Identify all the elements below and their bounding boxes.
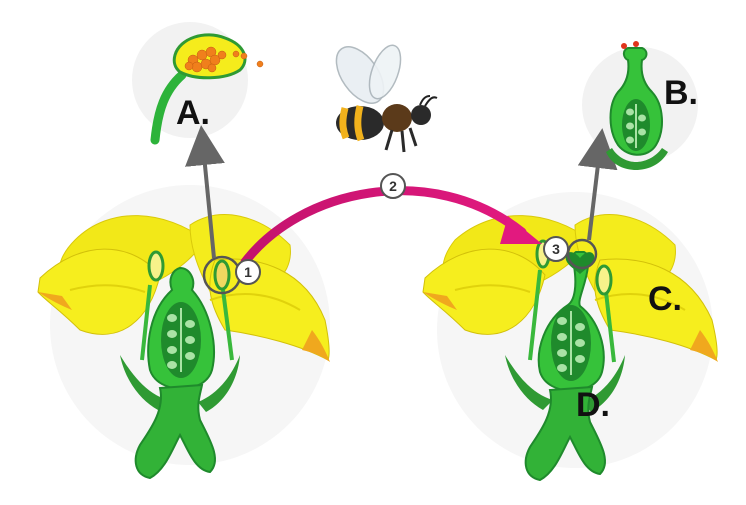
step-3-badge: 3: [543, 236, 569, 262]
anther-right: [595, 264, 613, 296]
pollination-arrow: [240, 186, 542, 267]
bee-head: [411, 105, 431, 125]
bee-stripe: [354, 105, 365, 142]
bee-leg: [408, 127, 418, 147]
petal-left: [37, 248, 161, 335]
step-1-badge: 1: [235, 259, 261, 285]
filament-left: [140, 284, 152, 361]
filament-right: [604, 291, 616, 363]
bee-wing-front: [368, 44, 402, 100]
arrow-to-anther-zoom: [185, 125, 225, 259]
label-d: D.: [576, 386, 610, 424]
petal-tip-right: [302, 330, 330, 362]
sepal-left: [120, 355, 168, 410]
label-b: B.: [664, 74, 698, 112]
anther-zoom-filament: [150, 70, 187, 145]
step-2-badge: 2: [380, 173, 406, 199]
sepal-left: [505, 355, 553, 410]
filament-right: [221, 289, 234, 361]
pistil-zoom: [606, 41, 668, 170]
petal-vein: [454, 284, 531, 293]
pollen-on-stigma: [633, 41, 639, 47]
bee-antenna: [419, 95, 431, 106]
bee-antenna: [424, 96, 438, 107]
anther-zoom: [150, 33, 264, 145]
bee-icon: [335, 44, 438, 153]
pistil-zoom-ovules: [626, 104, 646, 148]
petal-vein: [594, 293, 686, 311]
ovules: [167, 308, 195, 372]
pollen-on-stigma: [621, 43, 627, 49]
sepal-right: [583, 355, 625, 412]
petal-tip-right: [690, 330, 718, 362]
petal-vein: [69, 284, 146, 293]
bee-stripe: [339, 107, 350, 140]
filament-left: [528, 269, 542, 361]
pistil-zoom-base: [606, 148, 668, 170]
bee-leg: [400, 130, 406, 153]
petal-left: [422, 248, 546, 335]
anther-right: [213, 259, 231, 291]
arrow-to-pistil-zoom: [577, 128, 618, 241]
petal-vein: [209, 293, 301, 311]
bee-thorax: [382, 104, 412, 132]
label-c: C.: [648, 280, 682, 318]
ovules: [557, 311, 585, 375]
petal-tip-left: [38, 292, 72, 310]
pollen-grains: [184, 46, 264, 73]
petal-tip-left: [423, 292, 457, 310]
sepal-right: [198, 355, 240, 412]
receptacle-left: [134, 383, 216, 480]
bee-leg: [384, 129, 394, 151]
flower-left: [37, 214, 330, 480]
stigma: [565, 252, 595, 274]
anther-left: [147, 250, 165, 282]
label-a: A.: [176, 94, 210, 132]
receptacle-right: [524, 385, 606, 482]
